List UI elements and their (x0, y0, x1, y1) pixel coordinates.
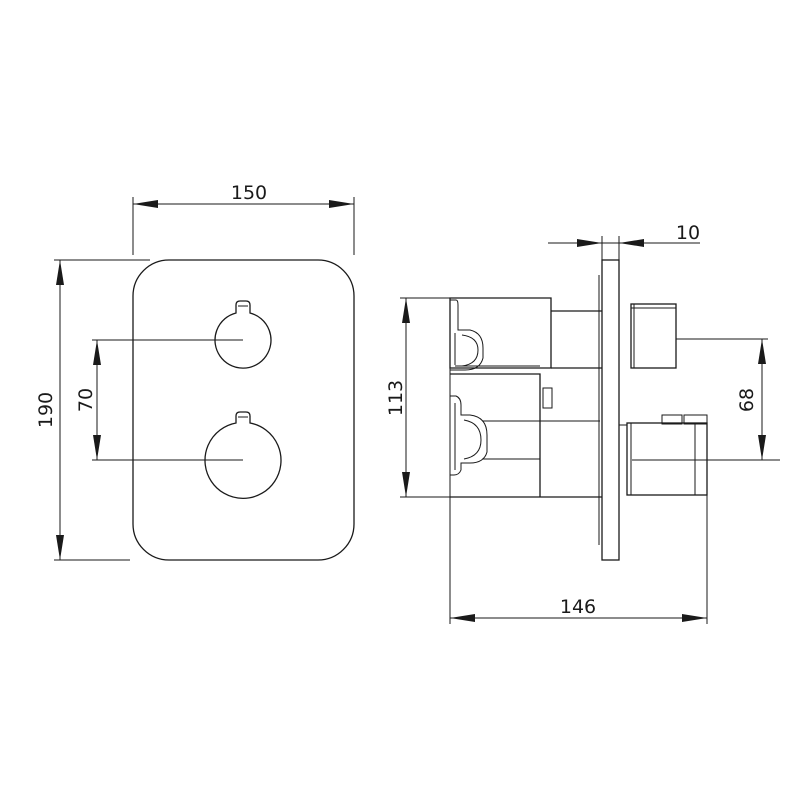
dimension-label-146: 146 (560, 596, 596, 618)
lower-handle (619, 414, 780, 496)
dimension-body-height: 113 (385, 297, 450, 498)
dimension-label-113: 113 (385, 380, 407, 416)
dimension-total-depth: 146 (449, 298, 708, 624)
side-view: 10 113 68 146 (385, 222, 780, 624)
dimension-plate-thickness: 10 (548, 222, 700, 260)
dimension-label-68: 68 (736, 388, 758, 412)
inlet-fittings (450, 299, 488, 476)
dimension-label-10: 10 (676, 222, 700, 244)
dimension-outlet-spacing: 68 (736, 338, 768, 460)
lower-valve-body (450, 373, 541, 497)
dimension-front-width: 150 (132, 182, 355, 255)
dimension-label-190: 190 (35, 392, 57, 428)
lower-knob (204, 411, 282, 499)
dimension-front-height: 190 (35, 259, 150, 561)
upper-valve-body (449, 297, 552, 369)
upper-handle (630, 303, 740, 369)
dimension-knob-spacing: 70 (75, 339, 243, 461)
dimension-label-150: 150 (231, 182, 267, 204)
nut (542, 387, 553, 409)
front-view: 150 190 70 (35, 182, 355, 561)
cover-plate (132, 259, 355, 561)
dimension-label-70: 70 (75, 388, 97, 412)
wall-plate (601, 259, 620, 561)
upper-knob (214, 300, 272, 369)
